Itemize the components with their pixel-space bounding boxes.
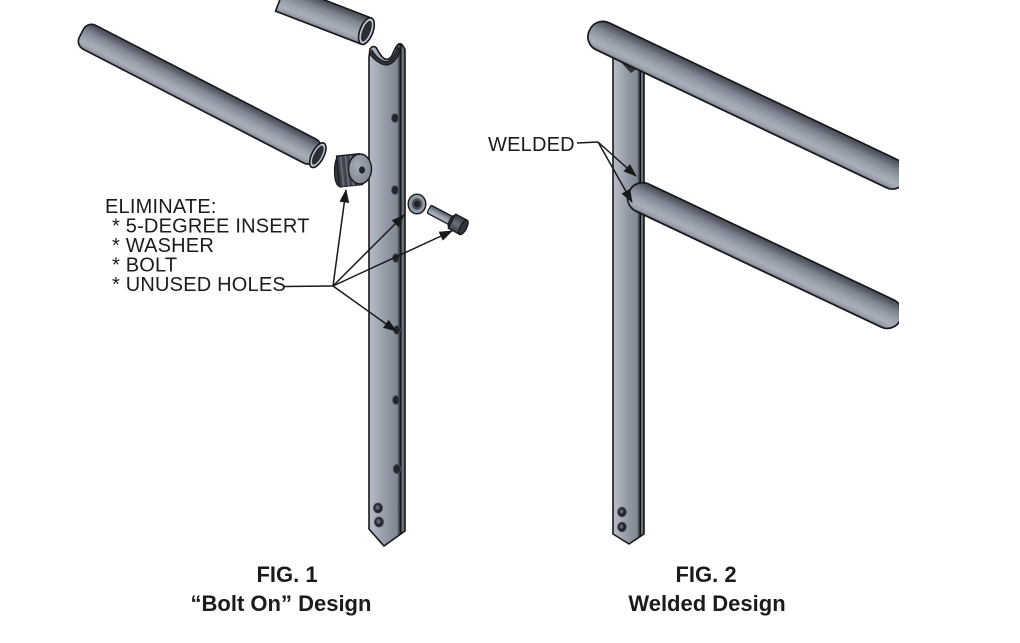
fig1-top-rail-fragment [274,0,376,46]
fig1-caption-subtitle: “Bolt On” Design [191,591,372,616]
fig1-callout-arrows [283,188,453,332]
fig1-insert-hole [359,166,365,174]
fig2-mid-rail [626,181,903,330]
fig1-callout-item-insert: * 5-DEGREE INSERT [112,216,310,238]
fig2-drawing: WELDED FIG. 2 Welded Design [488,20,1020,616]
fig1-callout-heading: ELIMINATE: [105,196,217,218]
fig2-midrail-cut [899,265,1020,360]
fig2-toprail-cut [899,125,1020,220]
fig1-insert [333,153,373,188]
fig2-hole-rim [619,509,624,514]
fig1-bolt [426,204,469,236]
fig1-caption-title: FIG. 1 [256,562,317,587]
fig1-callout-item-washer: * WASHER [112,235,214,257]
fig2-hole-rim [619,524,624,529]
fig1-callout-item-bolt: * BOLT [112,255,177,277]
fig2-callout-arrows [576,141,637,203]
fig2-post [612,57,645,545]
fig1-callout-item-holes: * UNUSED HOLES [112,274,286,296]
fig1-hole-rim [375,505,380,510]
fig1-post-saddle-cut [369,46,402,66]
fig1-mid-rail [77,23,327,169]
fig1-hole-rim [376,519,381,524]
fig1-callout: ELIMINATE: * 5-DEGREE INSERT * WASHER * … [105,196,310,296]
fig2-callout-label: WELDED [488,134,575,156]
fig1-washer [407,193,427,215]
fig1-post [368,42,406,547]
fig2-caption-title: FIG. 2 [675,562,736,587]
fig1-drawing: ELIMINATE: * 5-DEGREE INSERT * WASHER * … [77,0,469,616]
fig2-caption-subtitle: Welded Design [628,591,785,616]
